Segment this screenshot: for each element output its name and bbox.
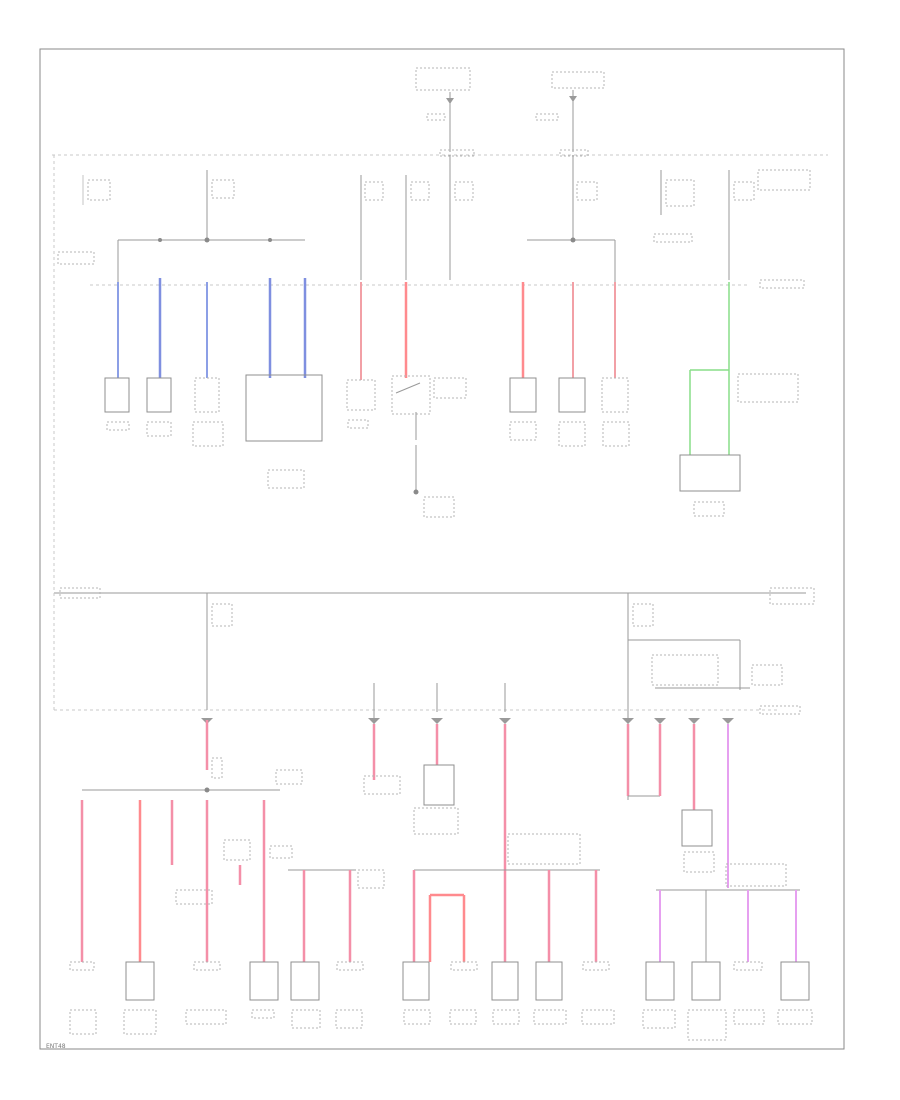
ignition-feed-source — [535, 71, 605, 152]
bottom-component-labels — [69, 1009, 813, 1041]
green-circuit — [689, 282, 730, 455]
top-components — [104, 374, 741, 495]
top-fuse-row — [82, 155, 811, 280]
red-circuits-top — [360, 282, 616, 380]
top-component-labels — [106, 373, 799, 518]
footer-label: ENT48 — [46, 1043, 66, 1050]
battery-feed-source — [415, 67, 471, 152]
diagram-frame — [39, 48, 845, 1050]
bottom-components — [69, 961, 810, 1001]
bottom-fuse-taps — [201, 718, 734, 724]
blue-circuits — [117, 278, 307, 378]
